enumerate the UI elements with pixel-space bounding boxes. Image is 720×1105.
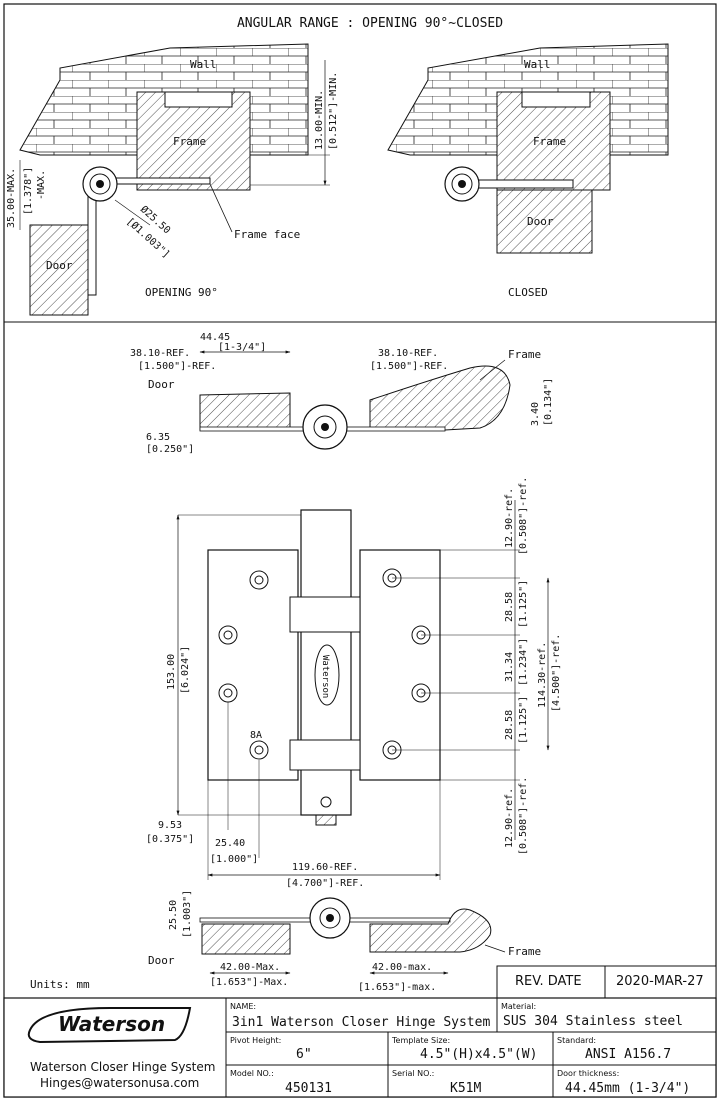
- dim-11960-in: [4.700"]-REF.: [286, 878, 364, 889]
- label-frame-right: Frame: [533, 135, 566, 148]
- dim-2550: 25.50: [168, 900, 179, 930]
- company-name: Waterson Closer Hinge System: [30, 1060, 216, 1074]
- dim-42-left-in: [1.653"]-Max.: [210, 977, 288, 988]
- barrel-logo-text: Waterson: [320, 655, 330, 698]
- dim-11430: 114.30-ref.: [537, 642, 548, 708]
- pivot-value: 6": [296, 1047, 312, 1062]
- label-frame-left: Frame: [173, 135, 206, 148]
- dim-4445-in: [1-3/4"]: [218, 342, 266, 353]
- dim-2550-in: [1.003"]: [182, 890, 193, 938]
- closed-view: Wall Frame Door CLOSED: [387, 43, 669, 299]
- dim-340: 3.40: [530, 402, 541, 426]
- dim-42-left: 42.00-Max.: [220, 962, 280, 973]
- company-email: Hinges@watersonusa.com: [40, 1076, 200, 1090]
- rev-label: REV. DATE: [515, 974, 582, 989]
- dim-2858-b: 28.58: [504, 710, 515, 740]
- dim-3134: 31.34: [504, 652, 515, 682]
- plan-view-top: 44.45 [1-3/4"] 38.10-REF. [1.500"]-REF. …: [130, 332, 554, 455]
- dim-1290-bottom: 12.90-ref.: [504, 788, 515, 848]
- door-left: [29, 224, 89, 316]
- dim-4445: 44.45: [200, 332, 230, 343]
- rev-date: 2020-MAR-27: [616, 974, 704, 989]
- opening-view: Wall Frame Door OPENING 90° Frame face 1…: [6, 43, 339, 316]
- serial-value: K51M: [450, 1081, 482, 1096]
- dim-11960: 119.60-REF.: [292, 862, 358, 873]
- dim-3810-right: 38.10-REF.: [378, 348, 438, 359]
- material-label: Material:: [501, 1002, 537, 1011]
- dim-340-in: [0.134"]: [543, 378, 554, 426]
- dim-35-max: 35.00-MAX.: [6, 168, 17, 228]
- frame-left: [136, 91, 251, 191]
- label-frame-plan-top: Frame: [508, 348, 541, 361]
- dim-953: 9.53: [158, 820, 182, 831]
- left-leaf: [207, 549, 299, 781]
- caption-closed: CLOSED: [508, 286, 548, 299]
- dim-1290-top: 12.90-ref.: [504, 488, 515, 548]
- label-door-left: Door: [46, 259, 73, 272]
- label-door-right: Door: [527, 215, 554, 228]
- door-right: [496, 189, 593, 254]
- label-frame-plan-bottom: Frame: [508, 945, 541, 958]
- material-value: SUS 304 Stainless steel: [503, 1014, 684, 1029]
- name-value: 3in1 Waterson Closer Hinge System: [232, 1015, 491, 1030]
- adjust-screw: [320, 796, 332, 808]
- plan-view-bottom: 25.50 [1.003"] Door Frame 42.00-Max. [1.…: [148, 890, 541, 993]
- serial-label: Serial NO.:: [392, 1069, 435, 1078]
- thickness-label: Door thickness:: [557, 1069, 620, 1078]
- dim-13-min: 13.00-MIN.: [314, 90, 325, 150]
- dim-953-in: [0.375"]: [146, 834, 194, 845]
- dim-42-right: 42.00-max.: [372, 962, 432, 973]
- dim-3134-in: [1.234"]: [518, 638, 529, 686]
- dim-153: 153.00: [166, 654, 177, 690]
- label-wall-left: Wall: [190, 58, 217, 71]
- pivot-label: Pivot Height:: [230, 1036, 282, 1045]
- right-leaf: [359, 549, 441, 781]
- dim-2540-in: [1.000"]: [210, 854, 258, 865]
- logo-text: Waterson: [58, 1012, 166, 1036]
- angular-range-title: ANGULAR RANGE : OPENING 90°~CLOSED: [237, 16, 503, 31]
- dim-42-right-in: [1.653"]-max.: [358, 982, 436, 993]
- label-wall-right: Wall: [524, 58, 551, 71]
- dim-2540: 25.40: [215, 838, 245, 849]
- standard-value: ANSI A156.7: [585, 1047, 672, 1062]
- label-frame-face: Frame face: [234, 228, 300, 241]
- label-door-plan-top: Door: [148, 378, 175, 391]
- dim-2858-b-in: [1.125"]: [518, 696, 529, 744]
- company-logo: [27, 1007, 192, 1044]
- standard-label: Standard:: [557, 1036, 597, 1045]
- caption-opening: OPENING 90°: [145, 286, 218, 299]
- dim-153-in: [6.024"]: [180, 646, 191, 694]
- units-label: Units: mm: [30, 978, 90, 991]
- name-label: NAME:: [230, 1002, 257, 1011]
- dim-13-min-in: [0.512"]-MIN.: [328, 72, 339, 150]
- dim-1290-bottom-in: [0.508"]-ref.: [518, 777, 529, 855]
- barrel-logo: [314, 644, 340, 706]
- dim-35-max-in: [1.378"]: [23, 167, 34, 215]
- front-elevation: Waterson 8A 153.00 [6.024"] 12.90-ref.: [146, 477, 562, 889]
- model-value: 450131: [285, 1081, 332, 1096]
- dim-3810-left: 38.10-REF.: [130, 348, 190, 359]
- label-door-plan-bottom: Door: [148, 954, 175, 967]
- dim-635-in: [0.250"]: [146, 444, 194, 455]
- dim-3810-right-in: [1.500"]-REF.: [370, 361, 448, 372]
- dim-35-max-in2: -MAX.: [36, 170, 47, 200]
- dim-3810-left-in: [1.500"]-REF.: [138, 361, 216, 372]
- dim-2858-a: 28.58: [504, 592, 515, 622]
- title-block: [3, 965, 717, 1098]
- thickness-value: 44.45mm (1-3/4"): [565, 1081, 691, 1096]
- dim-1290-top-in: [0.508"]-ref.: [518, 477, 529, 555]
- template-label: Template Size:: [392, 1036, 451, 1045]
- model-label: Model NO.:: [230, 1069, 274, 1078]
- dim-635: 6.35: [146, 432, 170, 443]
- mark-8a: 8A: [250, 730, 262, 741]
- template-value: 4.5"(H)x4.5"(W): [420, 1047, 538, 1062]
- dim-2858-a-in: [1.125"]: [518, 580, 529, 628]
- dim-11430-in: [4.500"]-ref.: [551, 634, 562, 712]
